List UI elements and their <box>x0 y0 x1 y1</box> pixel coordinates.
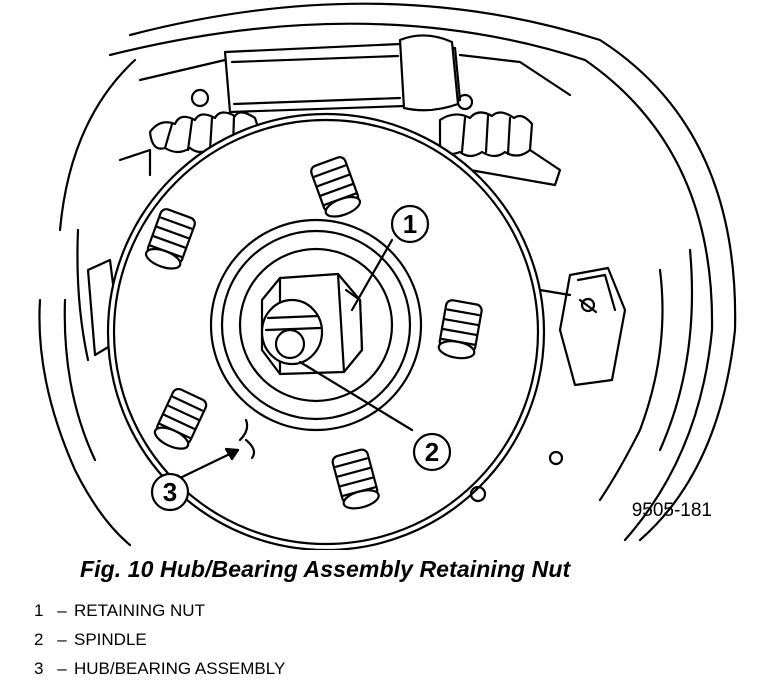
legend-label: HUB/BEARING ASSEMBLY <box>74 659 286 678</box>
legend-number: 1 <box>34 601 44 620</box>
legend-label: RETAINING NUT <box>74 601 205 620</box>
wheel-studs <box>144 156 483 510</box>
legend-label: SPINDLE <box>74 630 147 649</box>
legend-item: 3–HUB/BEARING ASSEMBLY <box>34 654 285 683</box>
legend: 1–RETAINING NUT 2–SPINDLE 3–HUB/BEARING … <box>34 596 285 683</box>
rotation-mark <box>238 418 256 460</box>
hub-center <box>209 218 423 432</box>
figure-caption: Fig. 10 Hub/Bearing Assembly Retaining N… <box>80 556 571 582</box>
callout-3-circle <box>150 472 190 512</box>
backing-plate-hole <box>469 485 487 503</box>
legend-number: 2 <box>34 630 44 649</box>
callout-2-circle <box>412 432 452 472</box>
legend-item: 2–SPINDLE <box>34 625 285 654</box>
callout-3-number: 3 <box>163 477 177 507</box>
wheel-cylinder <box>138 34 572 114</box>
legend-number: 3 <box>34 659 44 678</box>
callout-2-number: 2 <box>425 437 439 467</box>
callout-3-arrowhead <box>224 447 240 461</box>
legend-dash: – <box>57 630 67 649</box>
legend-dash: – <box>57 659 67 678</box>
callout-1-circle <box>390 204 430 244</box>
callout-2-leader <box>298 360 414 432</box>
spindle <box>260 298 324 366</box>
backing-plate-hole <box>548 450 564 466</box>
hub-bearing-drawing: 1 2 3 9505-181 <box>38 2 737 550</box>
callout-1-leader <box>350 238 394 312</box>
callout-1-number: 1 <box>403 209 417 239</box>
return-spring-right <box>438 111 562 187</box>
legend-dash: – <box>57 601 67 620</box>
figure-id-label: 9505-181 <box>632 500 712 521</box>
backing-plate-rim <box>38 2 737 547</box>
legend-item: 1–RETAINING NUT <box>34 596 285 625</box>
anchor-bracket <box>538 266 627 387</box>
